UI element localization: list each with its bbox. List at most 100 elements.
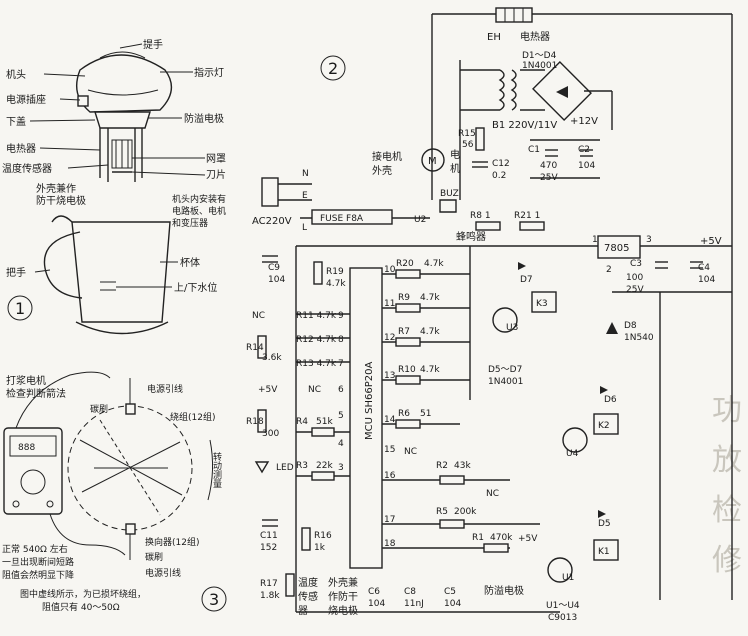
label-eh: EH [487,32,501,43]
label-reg-pin: 3 [646,235,652,245]
resistor-r14 [257,335,267,359]
label-r21: R21 1 [514,211,540,221]
label-overflow-electrode: 防溢电极 [184,112,224,125]
label-r18-val: 300 [262,429,279,439]
head-shell [76,54,173,113]
resistor-r9 [395,303,421,313]
diode-symbol [556,86,568,98]
watermark-char: 放 [712,443,742,478]
figure-2-schematic: 2 EH 电热器 D1～D4 1N4001 B1 220V/11V +12V [246,7,733,623]
resistor-r17 [285,573,295,597]
label-commutator: 换向器(12组) [145,536,199,548]
label-handle: 把手 [6,266,26,279]
figure-number: 1 [15,299,25,318]
mcu-pin: 7 [338,359,344,369]
cup-spout [51,215,73,223]
label-c6: C6 [368,587,380,597]
label-reg-pin: 1 [592,235,598,245]
label-r5-val: 200k [454,507,477,517]
transistor-u3 [492,307,518,333]
label-r3-val: 22k [316,461,333,471]
label-plug-l: L [302,223,307,233]
label-d6: D6 [604,395,617,405]
label-r19: R19 [326,267,344,277]
label-u4: U4 [566,449,579,459]
mcu-pin: 15 [384,445,395,455]
label-c1-val: 25V [540,173,558,183]
regulator-7805 [597,235,641,259]
label-temp-sensor: 温度传感器 [2,162,52,175]
label-r7-val: 4.7k [420,327,440,337]
label-r17: R17 [260,579,278,589]
label-c4-val: 104 [698,275,715,285]
leader [34,269,51,273]
label-c3-val: 100 [626,273,643,283]
mcu-pin: 16 [384,471,396,481]
label-c2: C2 [578,145,590,155]
fig3-caption: 阻值只有 40～50Ω [42,601,120,613]
ac-plug [261,177,279,207]
label-c11: C11 [260,531,278,541]
label-shell: 烧电极 [328,604,358,617]
resistor-r6 [395,419,421,429]
label-water-level: 上/下水位 [174,281,217,294]
label-k1: K1 [598,547,610,557]
label-c1-val: 470 [540,161,557,171]
brush-top [125,403,136,415]
label-plug-e: E [302,191,308,201]
meter-reading: 888 [18,443,35,453]
label-ac220v: AC220V [252,216,292,227]
label-r19-val: 4.7k [326,279,346,289]
label-d7: D7 [520,275,533,285]
figure-number: 2 [328,59,338,78]
label-head-note: 电路板、电机 [172,205,226,217]
label-r4-val: 51k [316,417,333,427]
meter-display [9,435,57,457]
resistor-r2 [439,475,465,485]
label-d8-part: 1N540 [624,333,654,343]
mcu-pin: 4 [338,439,344,449]
leader [59,98,81,101]
label-7805: 7805 [604,243,629,254]
resistor-r8 [475,221,501,231]
resistor-r19 [313,261,323,285]
cup-base [75,321,169,335]
mcu-pin: 8 [338,335,344,345]
label-k2: K2 [598,421,610,431]
label-c8-val: 11nJ [404,599,424,609]
resistor-r15 [475,127,485,151]
label-r20: R20 [396,259,414,269]
label-c8: C8 [404,587,416,597]
label-r2-val: 43k [454,461,471,471]
power-socket [77,95,89,107]
diode-d5 [598,510,606,518]
label-heater: 电热器 [520,30,550,43]
label-nc: NC [308,385,321,395]
label-c5-val: 104 [444,599,461,609]
watermark-char: 修 [712,543,742,578]
cup-body [71,221,171,323]
leader [29,119,96,122]
mcu-pin: 13 [384,371,395,381]
label-r6-val: 51 [420,409,431,419]
label-c1: C1 [528,145,540,155]
label-r9-val: 4.7k [420,293,440,303]
label-k3: K3 [536,299,548,309]
label-nc: NC [252,311,265,321]
figure-number-circle [320,55,346,81]
label-r6: R6 [398,409,410,419]
resistor-r21 [519,221,545,231]
label-r14-val: 3.6k [262,353,282,363]
label-brush-top: 碳刷 [90,403,108,415]
resistor-r7 [395,337,421,347]
label-d5-d7-part: 1N4001 [488,377,523,387]
leader [67,164,109,169]
mcu-pin: 3 [338,463,344,473]
label-r14: R14 [246,343,264,353]
label-motor: 机 [450,162,460,175]
label-shell-note: 外壳兼作 [36,182,76,195]
label-heater: 电热器 [6,142,36,155]
multimeter [3,427,63,515]
leader [131,171,206,176]
